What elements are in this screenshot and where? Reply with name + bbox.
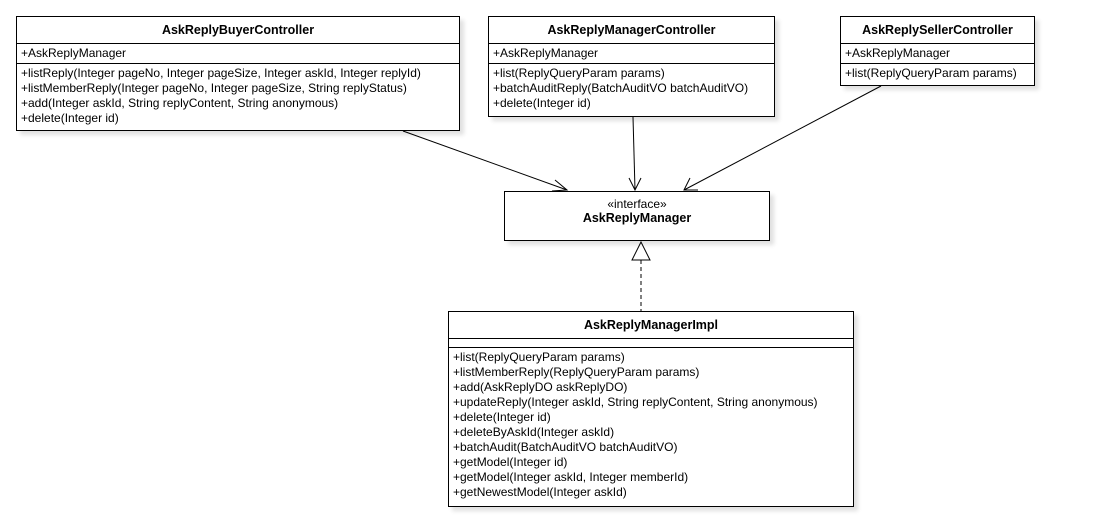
operation: +batchAuditReply(BatchAuditVO batchAudit…	[493, 81, 749, 95]
operation: +getNewestModel(Integer askId)	[453, 485, 627, 499]
class-manager-controller[interactable]: AskReplyManagerController +AskReplyManag…	[488, 16, 775, 117]
arrowhead-buyer	[551, 179, 569, 192]
attribute: +AskReplyManager	[493, 46, 599, 60]
operations-section: +list(ReplyQueryParam params) +listMembe…	[449, 348, 853, 502]
attribute: +AskReplyManager	[21, 46, 127, 60]
interface-stereotype: «interface»	[607, 197, 667, 211]
operation: +delete(Integer id)	[453, 410, 551, 424]
operation: +listReply(Integer pageNo, Integer pageS…	[21, 66, 421, 80]
class-title: AskReplySellerController	[841, 17, 1034, 44]
operation: +add(AskReplyDO askReplyDO)	[453, 380, 628, 394]
class-title: AskReplyManagerController	[489, 17, 774, 44]
class-seller-controller[interactable]: AskReplySellerController +AskReplyManage…	[840, 16, 1035, 86]
operations-section: +list(ReplyQueryParam params)	[841, 64, 1034, 83]
attribute: +AskReplyManager	[845, 46, 951, 60]
operation: +list(ReplyQueryParam params)	[493, 66, 665, 80]
operation: +updateReply(Integer askId, String reply…	[453, 395, 818, 409]
class-manager-impl[interactable]: AskReplyManagerImpl +list(ReplyQueryPara…	[448, 311, 854, 507]
interface-askreplymanager[interactable]: «interface» AskReplyManager	[504, 191, 770, 241]
arrowhead-manager	[628, 177, 642, 192]
attributes-section	[449, 339, 853, 348]
dependency-seller-to-interface	[683, 85, 882, 191]
operations-section: +list(ReplyQueryParam params) +batchAudi…	[489, 64, 774, 113]
interface-name: AskReplyManager	[582, 211, 692, 225]
operation: +getModel(Integer askId, Integer memberI…	[453, 470, 689, 484]
operation: +delete(Integer id)	[493, 96, 591, 110]
class-title: AskReplyBuyerController	[17, 17, 459, 44]
attributes-section: +AskReplyManager	[17, 44, 459, 64]
operation: +add(Integer askId, String replyContent,…	[21, 96, 339, 110]
realization-triangle	[631, 240, 651, 261]
dependency-manager-to-interface	[632, 116, 636, 191]
class-buyer-controller[interactable]: AskReplyBuyerController +AskReplyManager…	[16, 16, 460, 131]
arrowhead-seller	[683, 177, 698, 191]
operations-section: +listReply(Integer pageNo, Integer pageS…	[17, 64, 459, 128]
class-title: AskReplyManagerImpl	[449, 312, 853, 339]
operation: +deleteByAskId(Integer askId)	[453, 425, 615, 439]
operation: +getModel(Integer id)	[453, 455, 568, 469]
attributes-section: +AskReplyManager	[489, 44, 774, 64]
operation: +list(ReplyQueryParam params)	[845, 66, 1017, 80]
attributes-section: +AskReplyManager	[841, 44, 1034, 64]
operation: +delete(Integer id)	[21, 111, 119, 125]
dependency-buyer-to-interface	[402, 130, 568, 191]
operation: +list(ReplyQueryParam params)	[453, 350, 625, 364]
operation: +listMemberReply(ReplyQueryParam params)	[453, 365, 700, 379]
operation: +listMemberReply(Integer pageNo, Integer…	[21, 81, 407, 95]
operation: +batchAudit(BatchAuditVO batchAuditVO)	[453, 440, 678, 454]
